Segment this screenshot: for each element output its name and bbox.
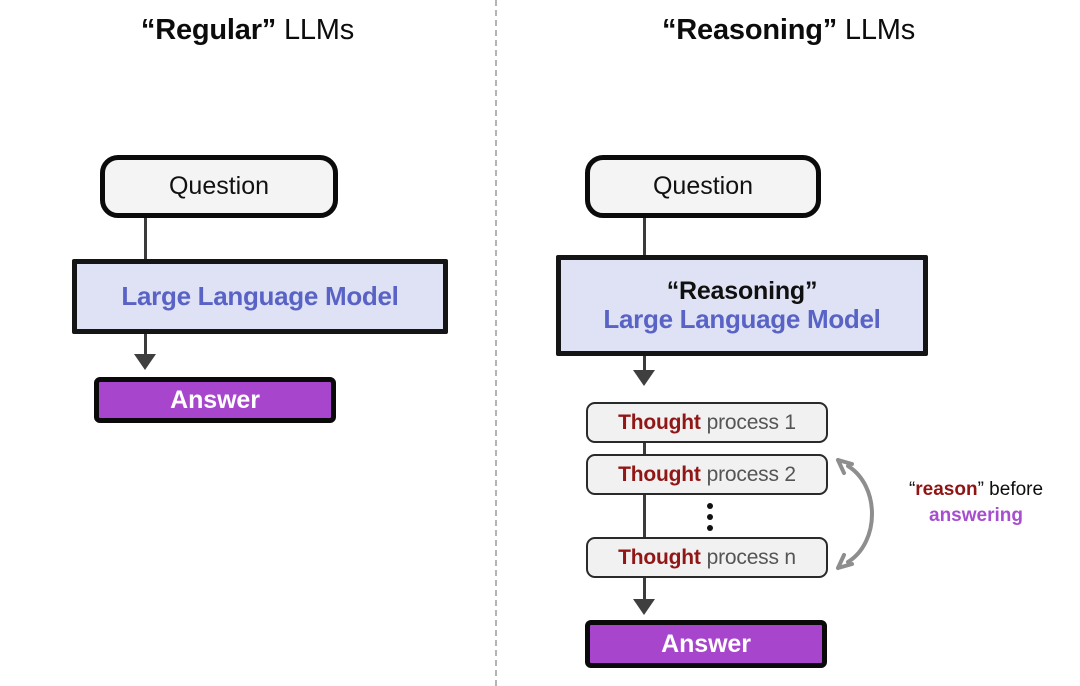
- right-title-light: LLMs: [837, 14, 916, 46]
- thought-n-strong: Thought: [618, 545, 701, 569]
- left-title-light: LLMs: [276, 14, 355, 46]
- panel-divider: [495, 0, 497, 686]
- right-llm-label: Large Language Model: [603, 303, 881, 334]
- right-answer-box: Answer: [585, 620, 827, 668]
- right-panel-title: “Reasoning” LLMs: [497, 8, 1080, 52]
- annotation-reason: reason: [915, 479, 978, 500]
- right-connector-question-to-llm: [643, 210, 646, 262]
- thought-n-rest: process n: [706, 545, 796, 569]
- thought-1-rest: process 1: [706, 410, 796, 434]
- right-answer-label: Answer: [661, 629, 751, 658]
- right-thought-box-1: Thought process 1: [586, 402, 828, 443]
- annotation-before: before: [983, 479, 1044, 500]
- left-question-box: Question: [100, 155, 338, 218]
- left-panel-title: “Regular” LLMs: [0, 8, 495, 52]
- annotation-open-quote: “: [908, 479, 916, 500]
- reasoning-loop-arrow-icon: [836, 458, 874, 570]
- right-connector-thought-2-to-n: [643, 492, 646, 542]
- right-llm-box: “Reasoning” Large Language Model: [556, 255, 928, 356]
- right-title-strong: “Reasoning”: [661, 14, 838, 46]
- left-question-label: Question: [168, 172, 270, 200]
- annotation-line-2: answering: [878, 503, 1074, 529]
- right-question-label: Question: [652, 172, 754, 200]
- right-arrowhead-to-thought-1: [633, 370, 655, 386]
- right-connector-thought-n-to-answer: [643, 575, 646, 603]
- right-arrowhead-to-answer: [633, 599, 655, 615]
- left-answer-box: Answer: [94, 377, 336, 423]
- left-connector-question-to-llm: [144, 210, 147, 265]
- left-connector-llm-to-answer: [144, 330, 147, 358]
- left-llm-box: Large Language Model: [72, 259, 448, 334]
- reasoning-annotation: “reason” before answering: [878, 477, 1074, 528]
- left-answer-label: Answer: [170, 385, 260, 414]
- annotation-close-quote: ”: [977, 479, 984, 500]
- left-llm-label: Large Language Model: [121, 280, 399, 311]
- thought-2-strong: Thought: [618, 462, 701, 486]
- thought-ellipsis-icon: [707, 503, 713, 531]
- right-connector-llm-to-thought-1: [643, 352, 646, 374]
- annotation-line-1: “reason” before: [878, 477, 1074, 503]
- left-title-strong: “Regular”: [140, 14, 277, 46]
- right-question-box: Question: [585, 155, 821, 218]
- right-thought-box-n: Thought process n: [586, 537, 828, 578]
- thought-1-strong: Thought: [618, 410, 701, 434]
- left-arrowhead-to-answer: [134, 354, 156, 370]
- right-thought-box-2: Thought process 2: [586, 454, 828, 495]
- right-llm-kicker: “Reasoning”: [666, 276, 818, 305]
- annotation-answering: answering: [929, 504, 1023, 526]
- thought-2-rest: process 2: [706, 462, 796, 486]
- right-connector-thought-1-to-2: [643, 440, 646, 460]
